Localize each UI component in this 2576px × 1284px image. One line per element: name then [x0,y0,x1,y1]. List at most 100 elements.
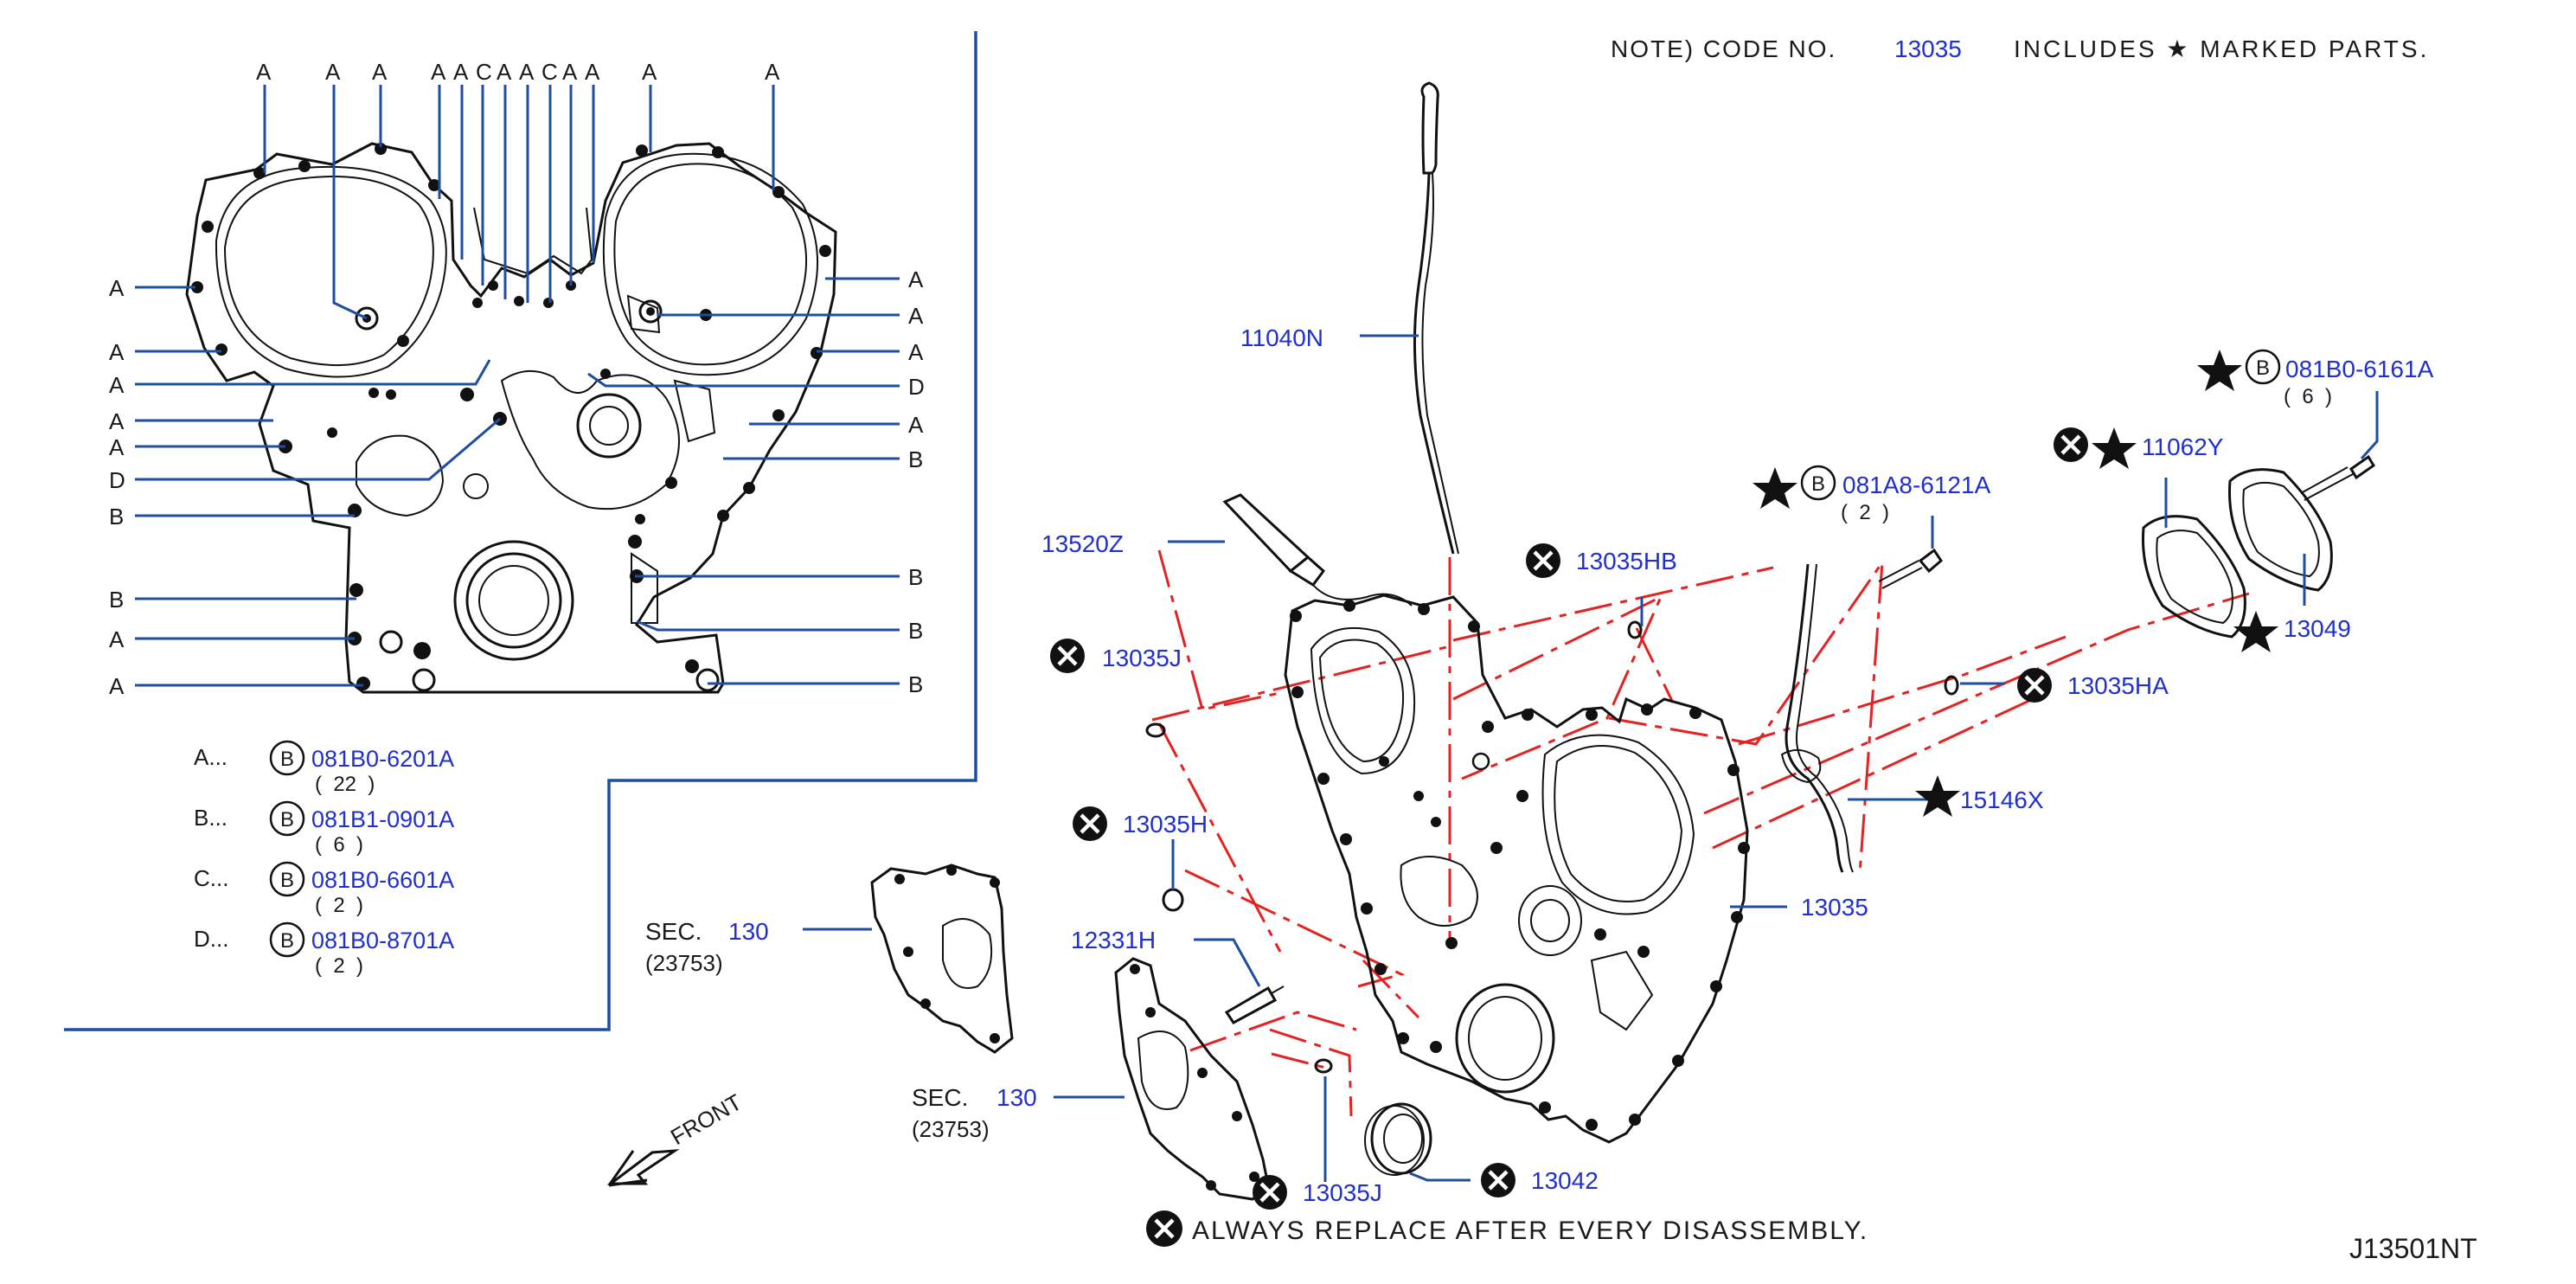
x-circle-icon [2024,675,2045,696]
part-13035J-top[interactable]: 13035J [1102,645,1182,671]
star-icon [1753,467,1797,509]
inset-letters-left: A A A A A D B B A A [109,275,125,699]
legend-qty: ( 22 ) [315,773,375,796]
inset-letter: A [765,59,780,85]
inset-letter: A [325,59,341,85]
circled-letter-icon [1800,465,1836,501]
legend-row-c: C... B 081B0-6601A ( 2 ) [194,861,454,917]
legend-part-number[interactable]: 081B0-8701A [311,928,454,953]
inset-leader-lines [135,85,900,687]
bolt-legend: A... B 081B0-6201A ( 22 ) B... B 081B1-0… [194,740,454,978]
part-11040N[interactable]: 11040N [1240,324,1323,351]
front-direction: FRONT [606,1088,747,1187]
o-ring-13035H [1162,888,1184,912]
inset-letter: C [476,59,492,85]
sec1-label: SEC. [645,918,702,945]
inset-letter: A [109,372,125,398]
o-ring-13035J [1145,722,1166,738]
assembly-lines [1151,549,2250,1117]
inset-letter: B [109,587,124,613]
inset-letter: D [109,467,125,493]
part-13035J-bottom[interactable]: 13035J [1303,1179,1382,1206]
front-arrow-icon [608,1178,648,1187]
timing-cover-rear-bottom [1114,957,1270,1201]
timing-cover-rear-top [870,863,1014,1054]
sec2-number[interactable]: 130 [996,1084,1037,1111]
part-13035[interactable]: 13035 [1801,894,1868,921]
inset-border [64,31,977,1031]
always-replace-note: ALWAYS REPLACE AFTER EVERY DISASSEMBLY. [1192,1217,1868,1245]
front-arrow-icon [606,1149,680,1185]
part-081A8-6121A[interactable]: 081A8-6121A [1842,472,1991,498]
inset-letter: A [519,59,535,85]
x-circle-icon [1057,645,1078,666]
part-12331H[interactable]: 12331H [1071,927,1156,953]
gasket-11062Y [2142,515,2246,639]
part-13042[interactable]: 13042 [1531,1167,1599,1194]
star-icon [2233,611,2278,652]
circled-letter-icon [2245,349,2281,385]
legend-row-a: A... B 081B0-6201A ( 22 ) [194,740,454,796]
note-header: NOTE) CODE NO. 13035 INCLUDES ★ MARKED P… [1611,35,2426,62]
legend-part-number[interactable]: 081B1-0901A [311,806,454,832]
legend-key: D... [194,926,228,952]
legend-part-number[interactable]: 081B0-6201A [311,746,454,772]
bolt-081B0-6161A [2300,454,2376,501]
circled-letter: B [280,929,294,953]
sec2-label: SEC. [912,1084,968,1111]
sec1-number[interactable]: 130 [728,918,769,945]
part-13035HA[interactable]: 13035HA [2067,672,2169,699]
inset-letter: A [908,339,924,365]
inset-letter: A [585,59,600,85]
front-label: FRONT [666,1088,747,1150]
legend-qty: ( 2 ) [315,894,363,917]
sealant-tube [1222,493,1413,607]
oil-seal-13042 [1364,1102,1432,1176]
bolt1-qty: ( 2 ) [1841,501,1889,524]
legend-key: C... [194,865,228,891]
legend-part-number[interactable]: 081B0-6601A [311,867,454,893]
legend-row-d: D... B 081B0-8701A ( 2 ) [194,921,454,978]
inset-letter: C [541,59,558,85]
dipstick [1413,81,1459,555]
part-11062Y[interactable]: 11062Y [2142,433,2224,460]
part-13035HB[interactable]: 13035HB [1576,548,1677,575]
legend-qty: ( 2 ) [315,954,363,978]
part-13035H[interactable]: 13035H [1123,811,1208,838]
x-circle-icon [1533,550,1554,571]
legend-key: A... [194,744,227,770]
note-code[interactable]: 13035 [1894,35,1962,62]
footer: ALWAYS REPLACE AFTER EVERY DISASSEMBLY. … [1146,1210,2477,1264]
note-prefix: NOTE) CODE NO. [1611,35,1836,62]
cover-13049 [2228,468,2333,592]
main-labels: 11040N 13520Z 13035HB 13035J 13035H 1233… [606,324,2434,1210]
inset-letter: A [109,434,125,460]
inset-letter: A [908,412,924,438]
inset-letter: B [908,564,923,590]
sec2-code: (23753) [912,1116,990,1142]
inset-letter: A [109,673,125,699]
circled-letter: B [1811,472,1825,496]
part-13049[interactable]: 13049 [2284,615,2351,642]
circled-letter: B [2256,356,2270,380]
legend-row-b: B... B 081B1-0901A ( 6 ) [194,800,454,857]
inset-letter: A [109,339,125,365]
inset-letter: B [908,671,923,697]
circled-letter: B [280,808,294,831]
inset-letter: A [642,59,657,85]
sec1-code: (23753) [645,950,723,976]
circled-letter: B [280,748,294,771]
part-081B0-6161A[interactable]: 081B0-6161A [2285,356,2434,382]
circled-letter-icon [269,861,305,897]
inset-letter: A [372,59,388,85]
o-ring-13035J-bottom [1314,1058,1333,1074]
main-parts [870,81,2376,1201]
part-15146X[interactable]: 15146X [1960,786,2044,813]
inset-letters-right: A A A D A B B B B [908,266,925,697]
circled-letter-icon [269,740,305,776]
inset-cover-drawing [185,142,837,694]
part-13520Z[interactable]: 13520Z [1041,530,1124,557]
inset-letter: A [497,59,512,85]
inset-letter: A [908,303,924,329]
front-arrow-icon [607,1150,635,1186]
